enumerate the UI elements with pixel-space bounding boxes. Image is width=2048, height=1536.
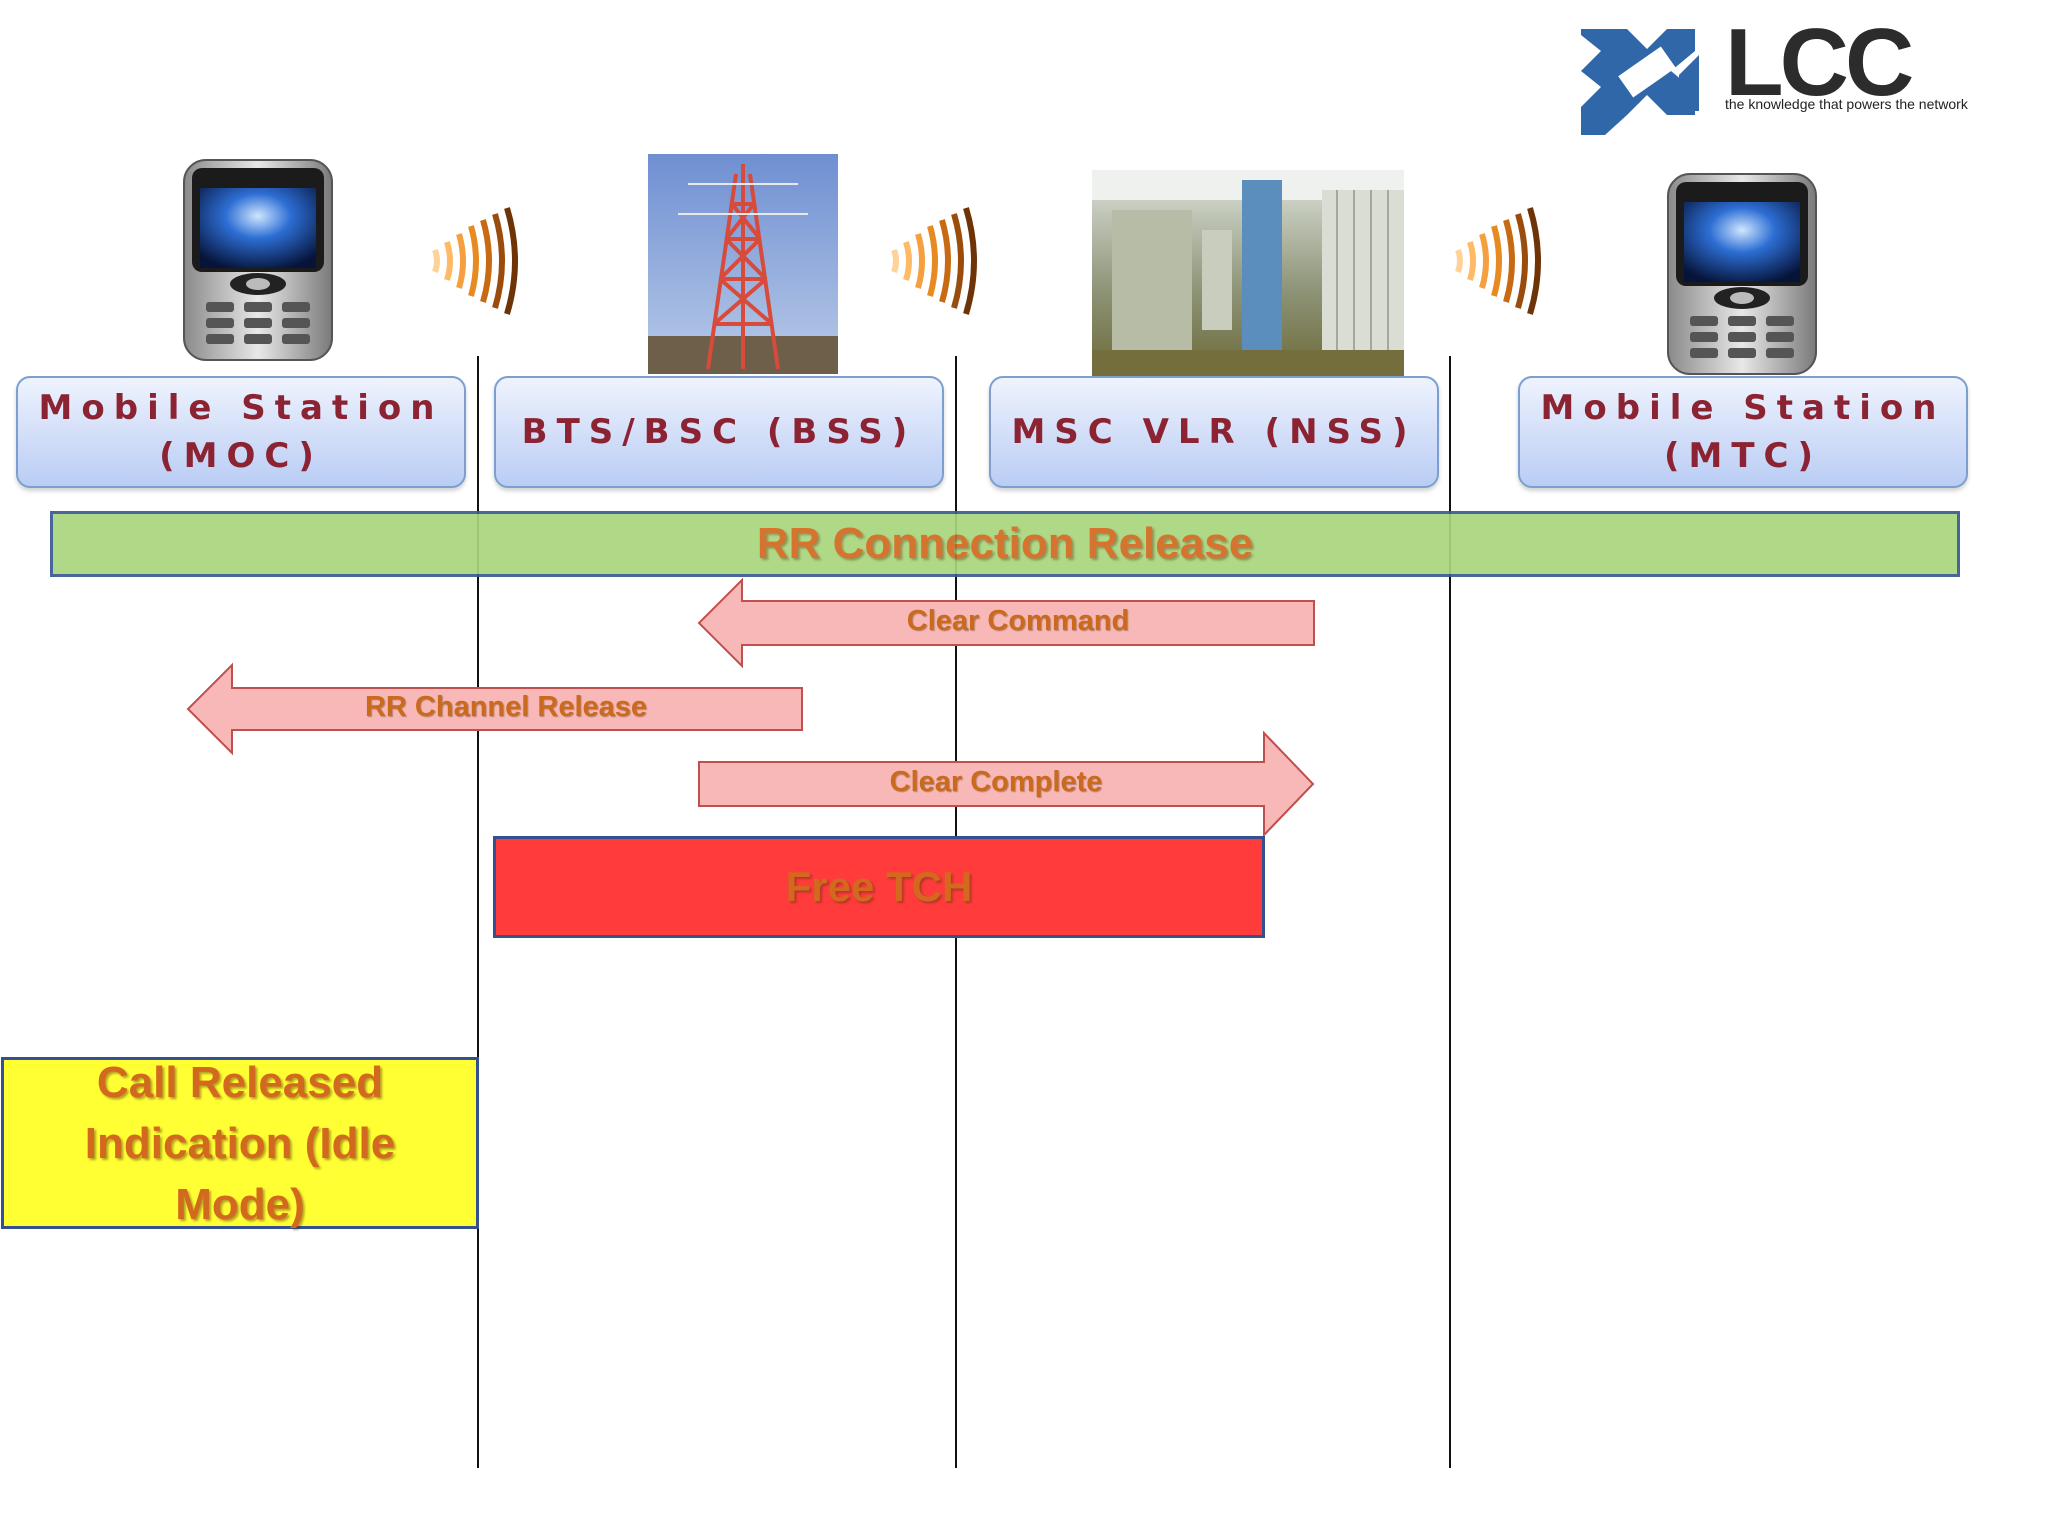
node-label: BTS/BSC (BSS): [521, 412, 917, 452]
node-label: Mobile Station (MTC): [1540, 388, 1946, 476]
bts-tower-image: [648, 154, 838, 374]
lcc-logo-tagline: the knowledge that powers the network: [1725, 96, 1969, 112]
node-mobile-station-moc: Mobile Station (MOC): [16, 376, 466, 488]
call-released-label: Call Released Indication (Idle Mode): [84, 1057, 396, 1229]
rr-channel-release-label: RR Channel Release: [364, 691, 648, 723]
rr-connection-release-bar: RR Connection Release: [50, 511, 1960, 577]
lifeline-moc-bss: [477, 356, 479, 1468]
node-msc-vlr: MSC VLR (NSS): [989, 376, 1439, 488]
mobile-phone-mtc-image: [1667, 173, 1817, 375]
msc-equipment-room-image: [1092, 170, 1404, 376]
node-mobile-station-mtc: Mobile Station (MTC): [1518, 376, 1968, 488]
clear-complete-label: Clear Complete: [889, 766, 1103, 798]
rr-connection-release-label: RR Connection Release: [756, 519, 1254, 568]
free-tch-label: Free TCH: [785, 863, 973, 910]
radio-wave-icon: [1455, 207, 1541, 315]
lifeline-nss-mtc: [1449, 356, 1451, 1468]
lcc-logo: LCC the knowledge that powers the networ…: [1581, 15, 1969, 135]
call-released-indication-box: Call Released Indication (Idle Mode): [1, 1057, 479, 1229]
node-bts-bsc: BTS/BSC (BSS): [494, 376, 944, 488]
node-label: MSC VLR (NSS): [1011, 412, 1417, 452]
free-tch-bar: Free TCH: [493, 836, 1265, 938]
radio-wave-icon: [432, 207, 518, 315]
node-label: Mobile Station (MOC): [38, 388, 444, 476]
mobile-phone-moc-image: [183, 159, 333, 361]
svg-text:LCC: LCC: [1725, 15, 1912, 116]
radio-wave-icon: [891, 207, 977, 315]
clear-command-label: Clear Command: [906, 605, 1130, 637]
